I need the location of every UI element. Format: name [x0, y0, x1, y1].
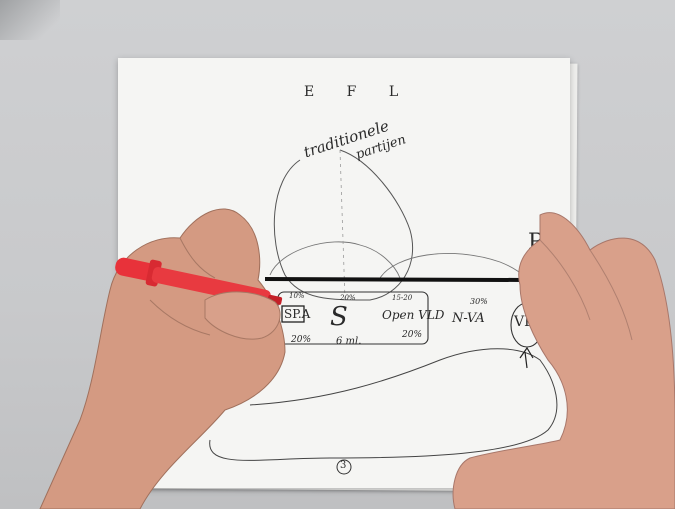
right-hand — [453, 213, 675, 509]
left-hand — [40, 209, 285, 509]
